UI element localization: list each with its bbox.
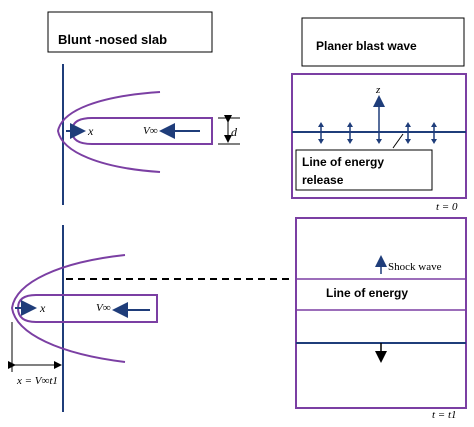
release-arrowheads-3 <box>376 139 382 144</box>
slab-title-box: Blunt -nosed slab <box>47 11 213 53</box>
label-pointer <box>392 133 404 149</box>
release-arrowheads-5 <box>431 122 437 144</box>
energy-release-line2: release <box>302 173 344 187</box>
slab-title: Blunt -nosed slab <box>58 32 167 47</box>
v-label-top: V∞ <box>143 125 158 137</box>
time-label-bottom: t = t1 <box>432 409 457 421</box>
slab-body-bottom <box>16 294 158 323</box>
release-arrowheads-2 <box>347 122 353 144</box>
x-label-top: x <box>87 124 94 138</box>
shock-wave-label: Shock wave <box>388 261 442 273</box>
blast-panel-top <box>291 73 467 199</box>
energy-release-box: Line of energy release <box>295 149 433 191</box>
distance-label: x = V∞t1 <box>16 375 58 387</box>
release-arrowheads-4 <box>405 122 411 144</box>
bow-shock-curve-top <box>56 91 161 173</box>
time-label-top: t = 0 <box>436 201 458 213</box>
d-label: d <box>231 125 238 139</box>
blast-title: Planer blast wave <box>316 39 417 53</box>
release-arrowheads-1 <box>318 122 324 144</box>
z-label: z <box>375 84 381 96</box>
v-label-bottom: V∞ <box>96 302 111 314</box>
x-label-bottom: x <box>39 301 46 315</box>
blast-panel-bottom <box>295 217 467 409</box>
blast-title-box: Planer blast wave <box>301 17 465 67</box>
bow-shock-curve-bottom <box>10 254 126 363</box>
energy-release-line1: Line of energy <box>302 155 384 169</box>
energy-label-bottom: Line of energy <box>326 286 408 300</box>
